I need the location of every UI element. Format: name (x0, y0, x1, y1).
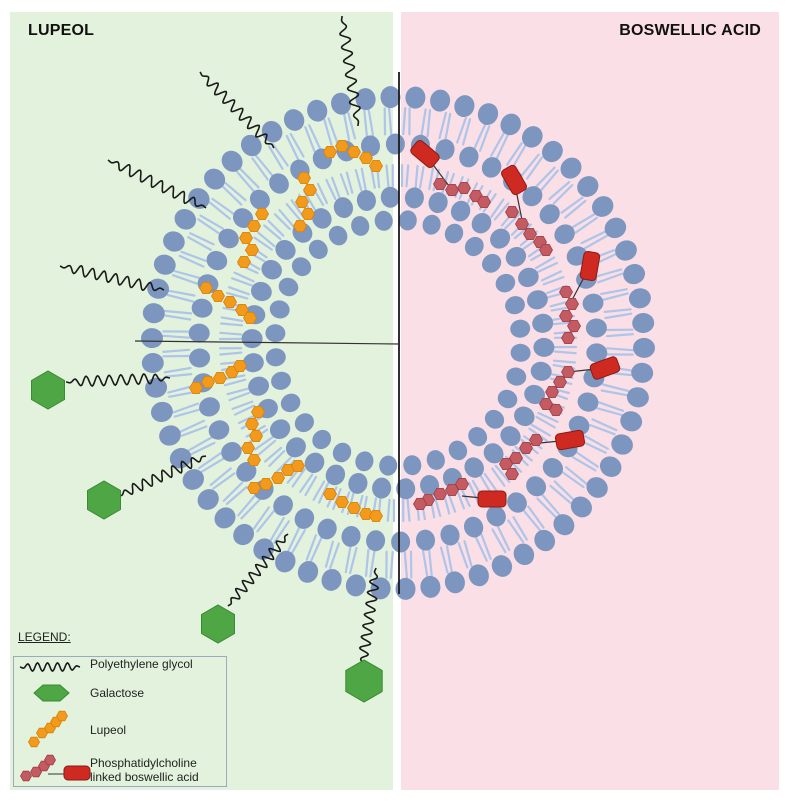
hexagon-ring (248, 220, 261, 231)
hexagon-ring (246, 418, 259, 429)
hexagon-ring (246, 244, 259, 255)
hexagon-ring (238, 256, 251, 267)
hexagon-ring (546, 386, 559, 397)
hexagon-ring (224, 296, 237, 307)
hexagon-ring (240, 232, 253, 243)
hexagon-ring (434, 488, 447, 499)
hexagon-ring (568, 320, 581, 331)
hexagon-ring (214, 372, 227, 383)
hexagon-ring (248, 454, 261, 465)
hexagon-ring (370, 160, 383, 171)
hexagon-ring (434, 178, 447, 189)
hexagon-ring (298, 172, 311, 183)
hexagon-ring (500, 458, 513, 469)
hexagon-ring (242, 442, 255, 453)
hexagon-ring (336, 140, 349, 151)
hexagon-ring (304, 184, 317, 195)
hexagon-ring (520, 442, 533, 453)
hexagon-ring (302, 208, 315, 219)
hexagon-ring (248, 482, 261, 493)
panel-title-boswellic-acid: BOSWELLIC ACID (619, 22, 761, 40)
legend-label-phosphatidylcholine-boswellic-acid: Phosphatidylcholine linked boswellic aci… (90, 756, 230, 784)
hexagon-ring (562, 332, 575, 343)
hexagon-ring (550, 404, 563, 415)
hexagon-ring (540, 244, 553, 255)
hexagon-ring (348, 502, 361, 513)
hexagon-ring (506, 468, 519, 479)
hexagon-ring (506, 206, 519, 217)
hexagon-ring (370, 510, 383, 521)
hexagon-ring (560, 286, 573, 297)
legend-label-polyethylene-glycol: Polyethylene glycol (90, 657, 193, 671)
hexagon-ring (294, 220, 307, 231)
hexagon-ring (562, 366, 575, 377)
panel-title-lupeol: LUPEOL (28, 22, 94, 40)
hexagon-ring (292, 460, 305, 471)
hexagon-ring (478, 196, 491, 207)
hexagon-ring (530, 434, 543, 445)
hexagon-ring (336, 496, 349, 507)
hexagon-ring (554, 376, 567, 387)
legend-title: LEGEND: (18, 630, 71, 644)
hexagon-ring (524, 228, 537, 239)
hexagon-ring (260, 478, 273, 489)
hexagon-ring (244, 312, 257, 323)
phosphatidylcholine-capsule (478, 491, 506, 507)
hexagon-ring (560, 310, 573, 321)
hexagon-ring (566, 298, 579, 309)
hexagon-ring (324, 488, 337, 499)
hexagon-ring (516, 218, 529, 229)
legend-label-galactose: Galactose (90, 686, 144, 700)
hexagon-ring (272, 472, 285, 483)
hexagon-ring (446, 484, 459, 495)
hexagon-ring (250, 430, 263, 441)
legend-label-lupeol: Lupeol (90, 723, 126, 737)
hexagon-ring (348, 146, 361, 157)
hexagon-ring (252, 406, 265, 417)
hexagon-ring (324, 146, 337, 157)
hexagon-ring (414, 498, 427, 509)
hexagon-ring (234, 360, 247, 371)
hexagon-ring (446, 184, 459, 195)
hexagon-ring (296, 196, 309, 207)
hexagon-ring (202, 376, 215, 387)
hexagon-ring (256, 208, 269, 219)
hexagon-ring (458, 182, 471, 193)
hexagon-ring (190, 382, 203, 393)
hexagon-ring (360, 152, 373, 163)
hexagon-ring (200, 282, 213, 293)
hexagon-ring (212, 290, 225, 301)
